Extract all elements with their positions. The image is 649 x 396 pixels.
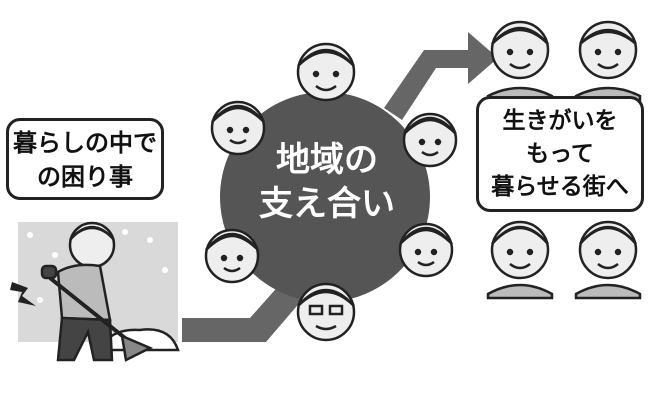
elderly-person-icon [574,20,642,102]
problem-label-box: 暮らしの中で の困り事 [6,118,164,200]
elderly-person-icon [402,112,458,168]
arrow-to-goal-icon [384,32,498,120]
elderly-person-icon [210,100,266,156]
elderly-person-icon [486,220,554,300]
center-label: 地域の 支え合い [222,138,432,226]
elderly-person-icon [296,42,356,102]
pain-spark-icon [10,282,36,306]
goal-label-box: 生きがいを もって 暮らせる街へ [476,96,644,212]
snow-shoveling-person-icon [40,221,153,362]
problem-label-line2: の困り事 [37,163,133,191]
arrow-to-circle-icon [182,282,302,342]
center-label-line1: 地域の [276,140,378,180]
elderly-person-icon [486,20,554,102]
goal-label-line2: もって [526,141,594,167]
center-label-line2: 支え合い [259,184,395,224]
elderly-person-icon [574,220,642,300]
goal-label-line1: 生きがいを [502,108,618,134]
elderly-person-icon [204,228,260,284]
elderly-person-icon [398,222,454,278]
community-circle [220,92,430,302]
goal-label-line3: 暮らせる街へ [491,174,629,200]
elderly-person-icon [296,282,356,342]
problem-label-line1: 暮らしの中で [13,129,157,157]
